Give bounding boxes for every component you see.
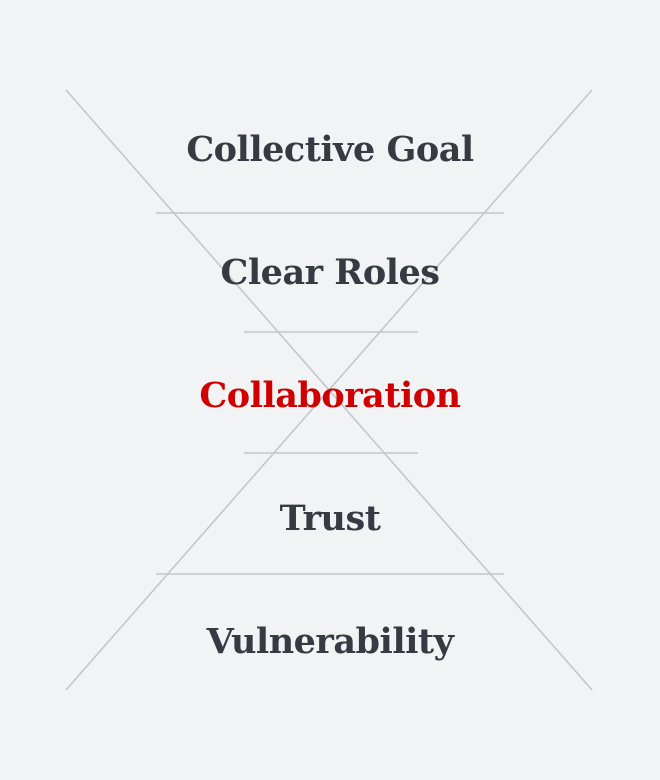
tier-label-collaboration: Collaboration	[199, 375, 461, 416]
tier-label-vulnerability: Vulnerability	[206, 621, 454, 662]
tier-label-collective-goal: Collective Goal	[186, 129, 474, 170]
tier-label-trust: Trust	[279, 498, 381, 539]
tier-label-clear-roles: Clear Roles	[220, 252, 440, 293]
right-diagonal-line	[65, 89, 593, 691]
